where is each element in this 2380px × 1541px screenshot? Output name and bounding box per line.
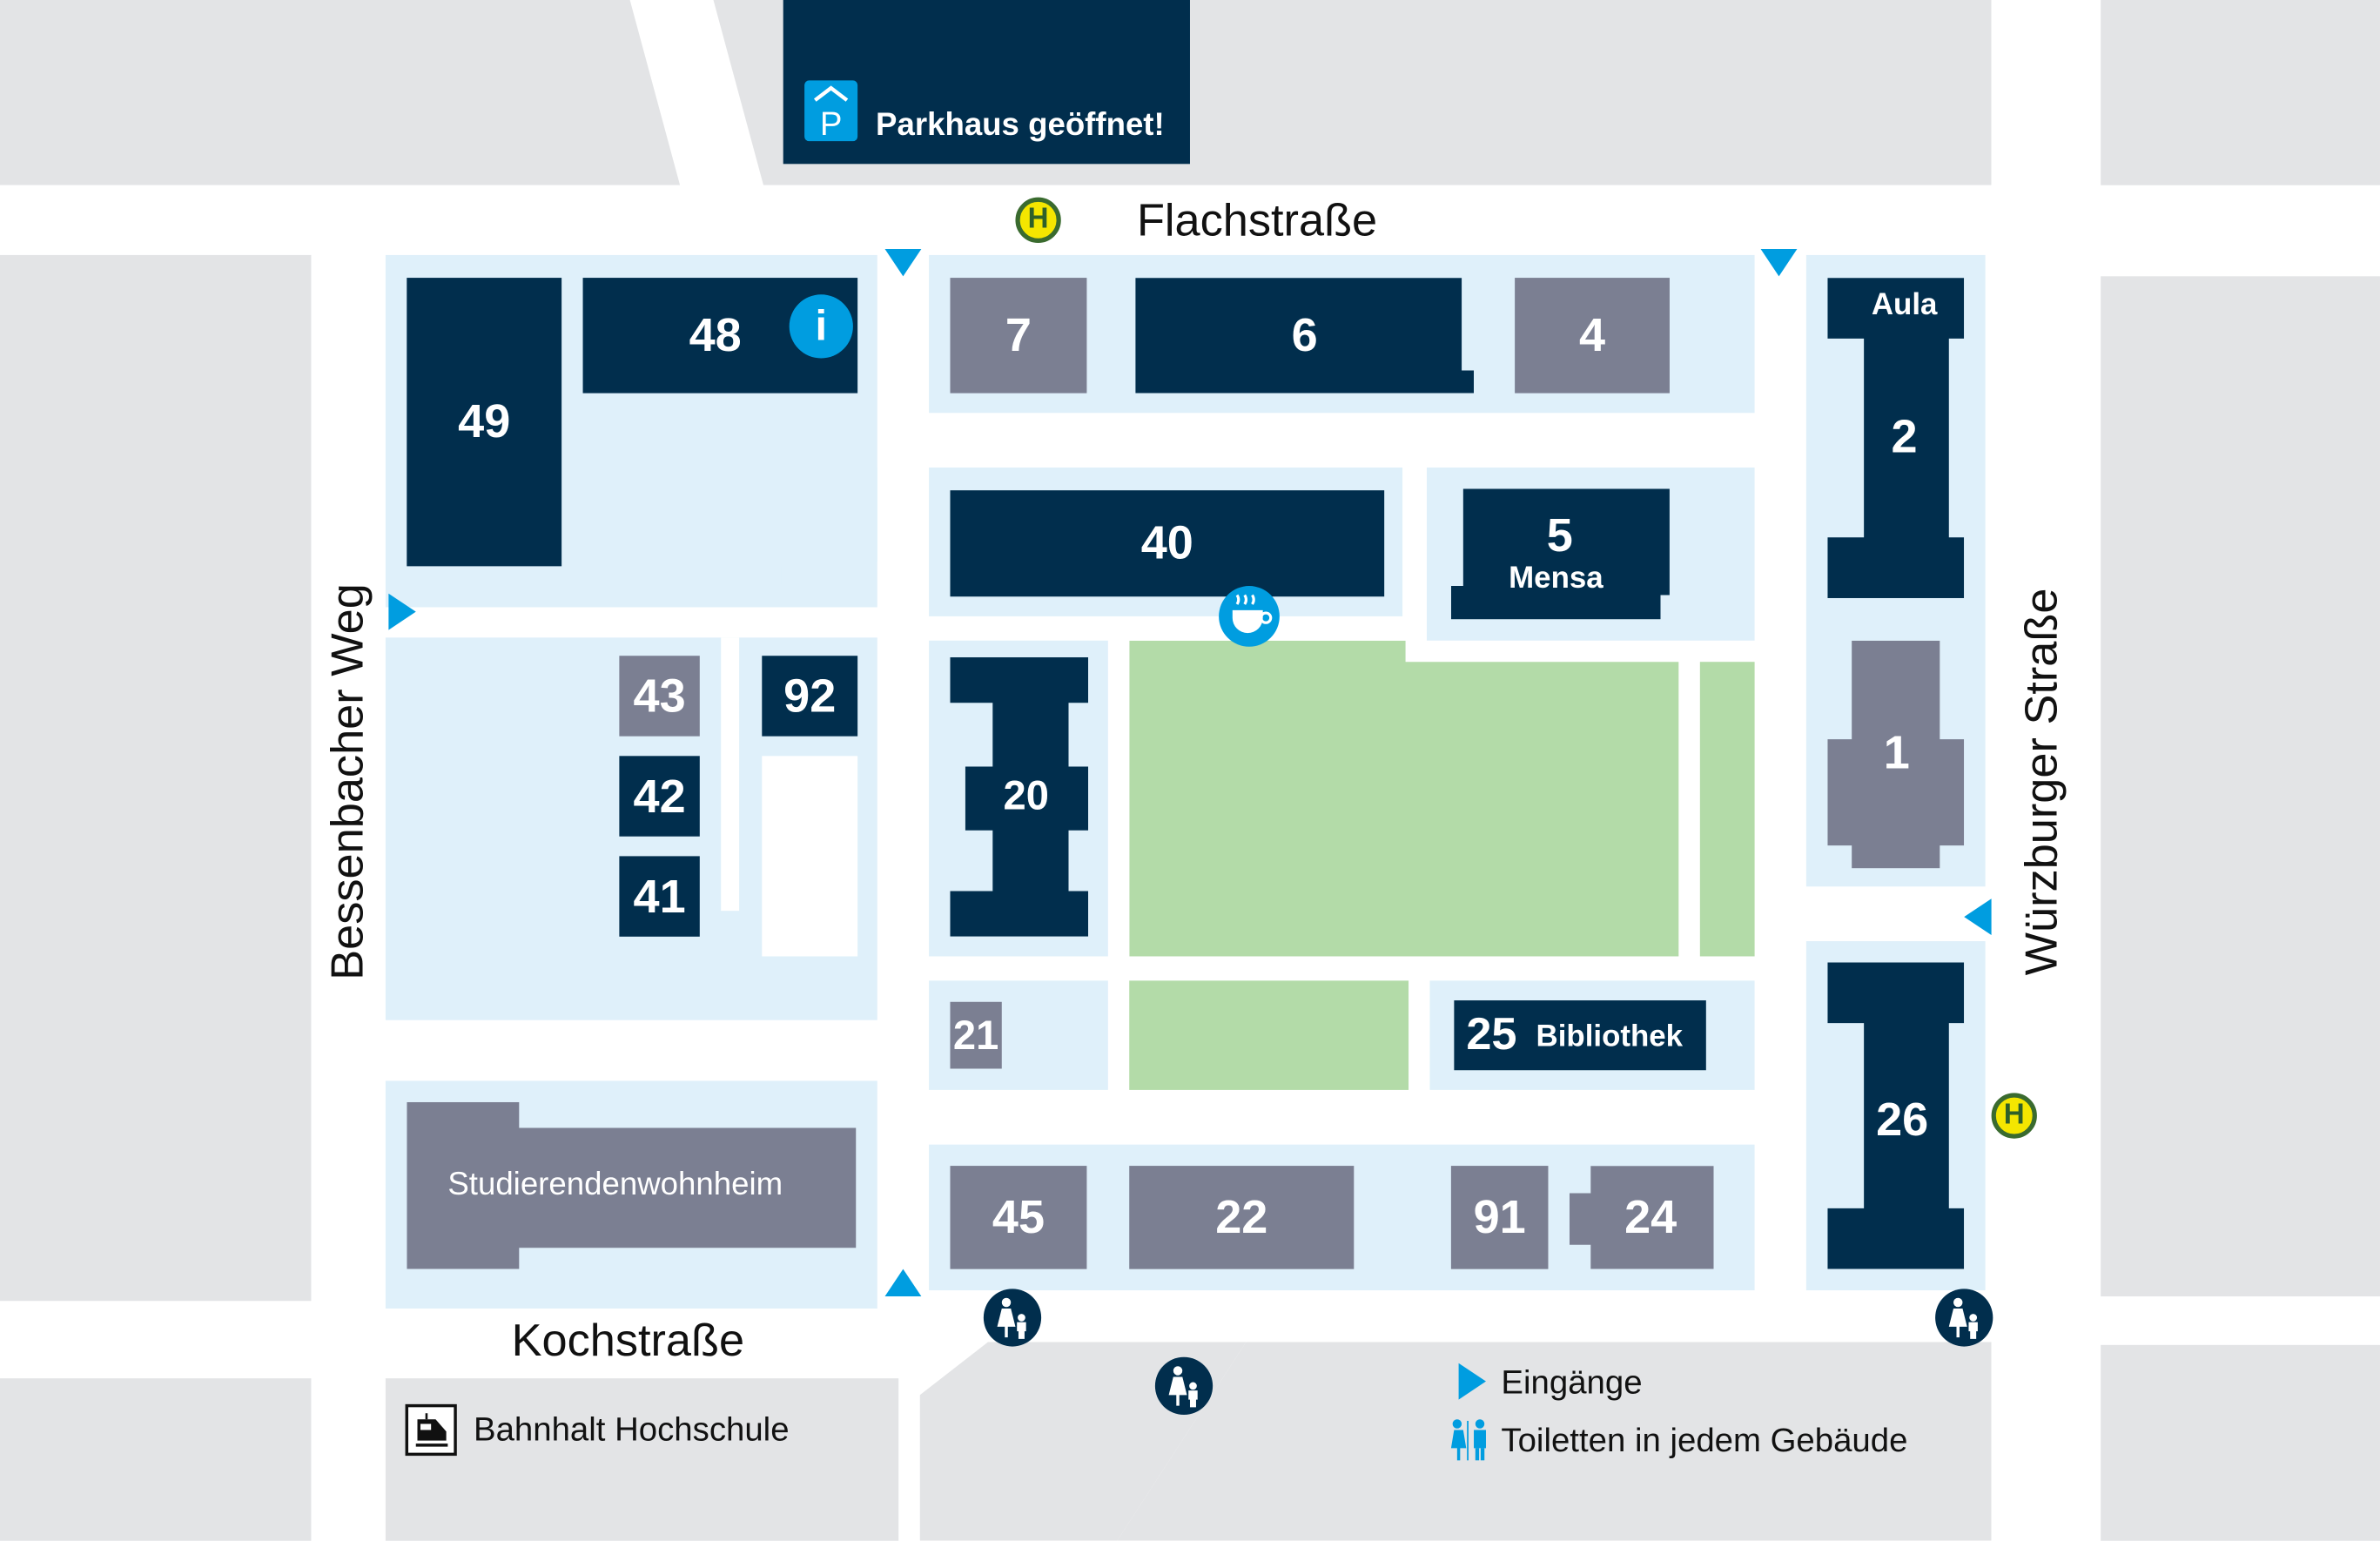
building-43[interactable]: 43	[619, 656, 700, 737]
building-25-number: 25	[1466, 1009, 1517, 1060]
entrance-icon[interactable]	[1760, 248, 1798, 277]
building-45[interactable]: 45	[950, 1166, 1087, 1269]
street-wuerzburger-strasse: Würzburger Straße	[2017, 588, 2067, 976]
city-block	[385, 1378, 899, 1541]
building-number: 42	[633, 769, 686, 823]
building-1-number: 1	[1883, 725, 1910, 779]
building-26-number: 26	[1876, 1093, 1929, 1147]
building-40[interactable]: 40	[950, 490, 1385, 597]
building-92[interactable]: 92	[762, 656, 858, 737]
building-number: 7	[1005, 307, 1032, 361]
family-restroom-icon[interactable]	[983, 1289, 1042, 1347]
street-kochstrasse: Kochstraße	[511, 1316, 745, 1367]
courtyard	[623, 523, 720, 585]
building-number: 43	[633, 669, 686, 723]
building-4[interactable]: 4	[1515, 278, 1670, 394]
building-20-number: 20	[1003, 772, 1049, 818]
entrance-legend-label: Eingänge	[1501, 1363, 1643, 1402]
entrance-legend-icon	[1458, 1363, 1486, 1400]
cafe-icon[interactable]	[1219, 586, 1280, 647]
toilet-legend-label: Toiletten in jedem Gebäude	[1501, 1421, 1908, 1459]
entrance-icon[interactable]	[884, 248, 922, 277]
wohnheim-label: Studierendenwohnheim	[447, 1167, 783, 1202]
courtyard	[858, 468, 877, 562]
parking-garage-icon: P	[804, 80, 858, 143]
city-block	[1117, 1342, 1992, 1541]
street-flachstrasse: Flachstraße	[1136, 195, 1378, 246]
building-42[interactable]: 42	[619, 756, 700, 837]
building-number: 22	[1215, 1189, 1268, 1244]
train-legend-label: Bahnhalt Hochschule	[474, 1410, 790, 1449]
building-25-bibliothek[interactable]	[1454, 1000, 1706, 1071]
building-22[interactable]: 22	[1129, 1166, 1355, 1269]
city-block	[0, 0, 681, 185]
courtyard	[739, 566, 782, 585]
building-number: 21	[952, 1012, 999, 1058]
entrance-icon[interactable]	[1964, 898, 1992, 936]
building-number: 4	[1578, 307, 1606, 361]
building-91[interactable]: 91	[1450, 1166, 1549, 1269]
info-glyph: i	[815, 301, 828, 350]
family-restroom-icon[interactable]	[1154, 1356, 1214, 1416]
studierendenwohnheim[interactable]	[407, 1101, 857, 1269]
building-41[interactable]: 41	[619, 856, 700, 937]
entrance-icon[interactable]	[388, 593, 416, 630]
entrance-icon[interactable]	[884, 1268, 922, 1297]
green-area	[1699, 662, 1755, 957]
building-number: 40	[1140, 515, 1193, 569]
mensa-label: Mensa	[1509, 562, 1603, 596]
building-49[interactable]: 49	[407, 278, 562, 567]
building-number: 91	[1473, 1189, 1526, 1244]
city-block	[0, 1378, 312, 1541]
train-icon	[405, 1403, 457, 1457]
parking-status-label: Parkhaus geöffnet!	[876, 107, 1165, 143]
building-number: 24	[1624, 1189, 1677, 1244]
city-block	[2101, 276, 2380, 1297]
building-number: 6	[1291, 307, 1318, 361]
city-block	[2101, 0, 2380, 185]
city-block	[0, 254, 312, 1302]
toilet-legend-icon	[1447, 1418, 1492, 1464]
path	[762, 756, 858, 957]
street-bessenbacher-weg: Bessenbacher Weg	[323, 583, 373, 980]
bus-stop-icon[interactable]: H	[1991, 1093, 2037, 1139]
building-number: 49	[458, 394, 511, 448]
building-5-number: 5	[1546, 508, 1573, 562]
building-6[interactable]: 6	[1135, 278, 1475, 394]
bibliothek-label: Bibliothek	[1536, 1019, 1684, 1054]
green-area	[1129, 640, 1679, 957]
family-restroom-icon[interactable]	[1935, 1289, 1993, 1347]
building-7[interactable]: 7	[950, 278, 1087, 394]
building-2-number: 2	[1891, 409, 1918, 463]
info-icon[interactable]: i	[789, 294, 853, 359]
bus-glyph: H	[1027, 203, 1049, 236]
building-number: 45	[992, 1189, 1045, 1244]
bus-glyph: H	[2003, 1099, 2025, 1131]
bus-stop-icon[interactable]: H	[1015, 197, 1061, 243]
green-area	[1129, 980, 1409, 1090]
path	[721, 637, 740, 912]
building-21[interactable]: 21	[950, 1001, 1002, 1069]
building-number: 41	[633, 869, 686, 923]
building-24[interactable]: 24	[1569, 1166, 1714, 1269]
city-block	[2101, 1344, 2380, 1541]
building-5-mensa[interactable]	[1450, 488, 1670, 620]
aula-label: Aula	[1871, 288, 1938, 322]
building-number: 48	[689, 307, 742, 361]
building-number: 92	[783, 669, 837, 723]
svg-text:P: P	[820, 105, 843, 141]
